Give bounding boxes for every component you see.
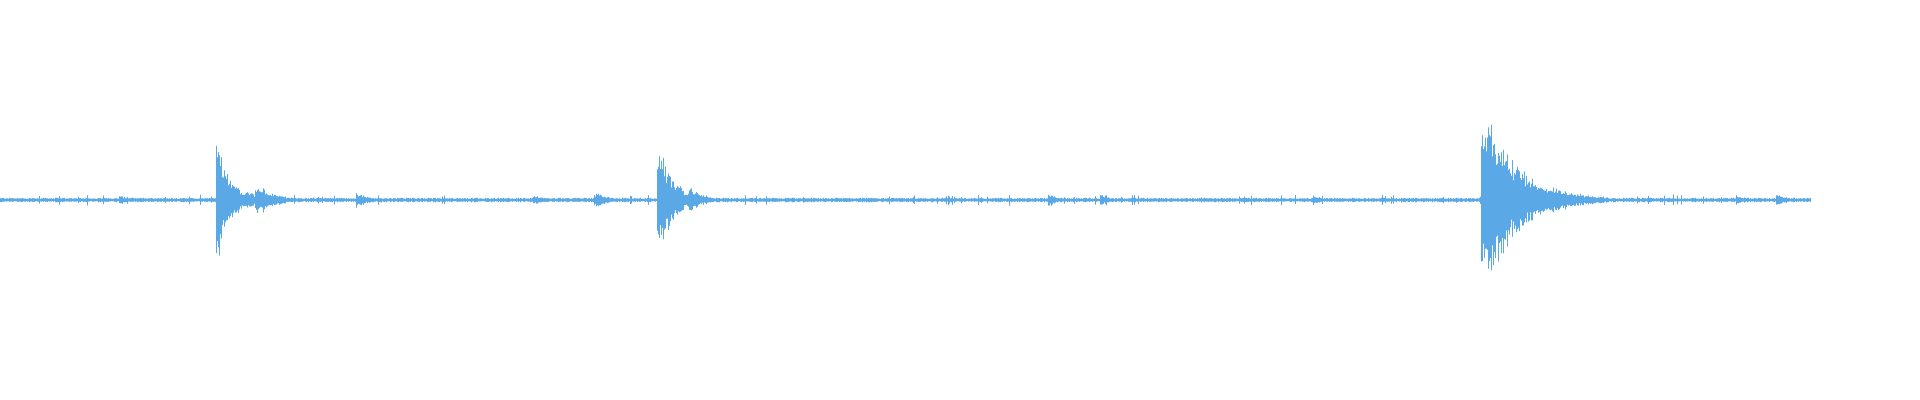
waveform-samples: [0, 124, 1811, 271]
